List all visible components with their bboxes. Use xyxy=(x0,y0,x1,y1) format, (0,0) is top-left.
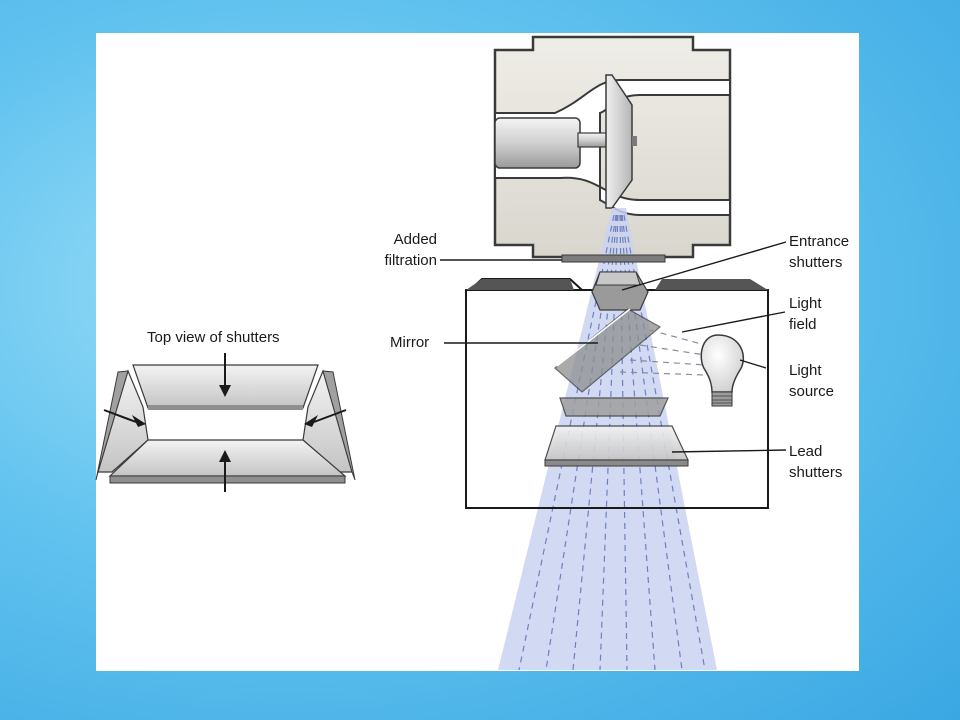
label-light-field-line1: Light xyxy=(789,295,822,312)
label-top-view-shutters: Top view of shutters xyxy=(147,329,280,346)
label-entrance-shutters-line2: shutters xyxy=(789,254,842,271)
label-light-source-line1: Light xyxy=(789,362,822,379)
label-mirror: Mirror xyxy=(390,334,429,351)
light-bulb-icon xyxy=(700,334,745,407)
label-entrance-shutters-line1: Entrance xyxy=(789,233,849,250)
label-light-field-line2: field xyxy=(789,316,817,333)
label-added-filtration-line2: filtration xyxy=(384,252,437,269)
light-field-rays xyxy=(619,329,706,376)
label-added-filtration-line1: Added xyxy=(394,231,437,248)
mirror xyxy=(554,308,662,393)
entrance-shutters xyxy=(591,271,649,311)
leader-lines xyxy=(440,241,787,453)
label-lead-shutters-line2: shutters xyxy=(789,464,842,481)
added-filtration-plate xyxy=(561,254,666,263)
label-light-source-line2: source xyxy=(789,383,834,400)
lead-shutters xyxy=(544,397,689,467)
top-view-shutters xyxy=(95,353,356,492)
label-lead-shutters-line1: Lead xyxy=(789,443,822,460)
rotor-assembly xyxy=(494,74,637,209)
